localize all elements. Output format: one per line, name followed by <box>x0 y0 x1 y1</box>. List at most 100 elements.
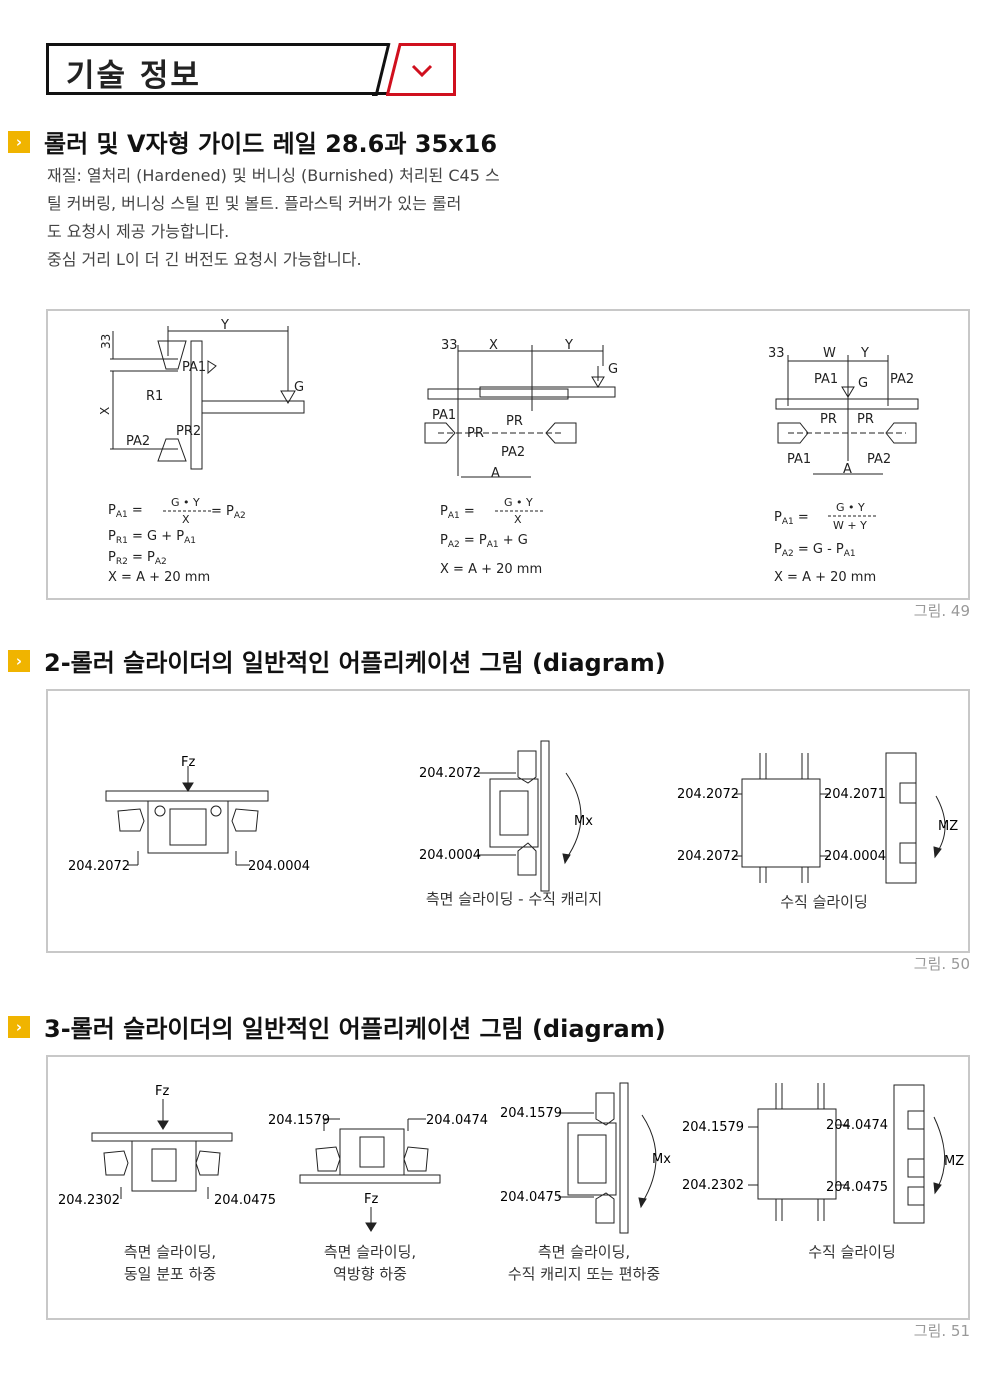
svg-text:G • Y: G • Y <box>836 501 865 514</box>
arrow-right-icon: › <box>8 649 30 672</box>
dim-y: Y <box>564 338 573 353</box>
svg-text:X = A + 20 mm: X = A + 20 mm <box>440 562 542 577</box>
paragraph-line: 중심 거리 L이 더 긴 버전도 요청시 가능합니다. <box>47 250 362 269</box>
svg-text:PA1 =: PA1 = <box>440 504 475 521</box>
caption: 측면 슬라이딩, <box>538 1243 630 1261</box>
section3-title: 3-롤러 슬라이더의 일반적인 어플리케이션 그림 (diagram) <box>44 1015 666 1043</box>
label-pa2: PA2 <box>890 372 914 387</box>
label-pa1: PA1 <box>182 360 206 375</box>
svg-text:X = A + 20 mm: X = A + 20 mm <box>108 570 210 585</box>
part-number-bottom-left: 204.2072 <box>677 849 739 864</box>
label-pa2: PA2 <box>867 452 891 467</box>
three-roller-diagrams: Fz 204.2302 204.0475 측면 슬라이딩, 동일 분포 하중 2… <box>58 1082 964 1283</box>
part-number-bottom-left: 204.2302 <box>682 1178 744 1193</box>
svg-text:W + Y: W + Y <box>833 519 867 532</box>
formula-block-3: PA1 = G • Y W + Y PA2 = G - PA1 X = A + … <box>774 501 876 585</box>
arrow-right-icon: › <box>8 1015 30 1038</box>
caption: 측면 슬라이딩, <box>124 1243 216 1261</box>
caption: 수직 슬라이딩 <box>808 1243 896 1261</box>
part-number-bottom: 204.0004 <box>419 848 481 863</box>
label-pa1: PA1 <box>814 372 838 387</box>
caption: 수직 캐리지 또는 편하중 <box>508 1265 660 1283</box>
label-pa1: PA1 <box>787 452 811 467</box>
paragraph-line: 재질: 열처리 (Hardened) 및 버니싱 (Burnished) 처리된… <box>47 166 500 185</box>
figure-number: 그림. 50 <box>913 955 970 973</box>
diagram-3 <box>775 355 919 475</box>
part-number-top: 204.1579 <box>500 1106 562 1121</box>
force-fz: Fz <box>155 1084 169 1099</box>
dim-33: 33 <box>441 338 458 353</box>
dim-a: A <box>491 466 500 481</box>
section2-title: 2-롤러 슬라이더의 일반적인 어플리케이션 그림 (diagram) <box>44 649 666 677</box>
caption: 역방향 하중 <box>333 1265 407 1283</box>
caption: 측면 슬라이딩, <box>324 1243 416 1261</box>
vertical-slider-diagram <box>734 752 946 884</box>
three-roller-side-vertical <box>558 1082 657 1234</box>
dim-33: 33 <box>99 334 113 349</box>
dim-w: W <box>823 346 836 361</box>
svg-text:PA1 =: PA1 = <box>108 503 143 520</box>
label-r1: R1 <box>146 389 163 404</box>
svg-text:PR2 = PA2: PR2 = PA2 <box>108 550 167 567</box>
dim-33: 33 <box>768 346 785 361</box>
figure-51-panel: Fz 204.2302 204.0475 측면 슬라이딩, 동일 분포 하중 2… <box>46 1055 970 1320</box>
dim-x: X <box>489 338 498 353</box>
dim-y: Y <box>220 318 229 333</box>
caption: 측면 슬라이딩 - 수직 캐리지 <box>426 890 602 908</box>
part-number-right: 204.0474 <box>426 1113 488 1128</box>
svg-text:X: X <box>182 513 190 526</box>
roller-force-diagrams: Y 33 X PA1 R1 PR2 PA2 G PA1 = G • Y X = … <box>98 318 919 585</box>
part-number-bottom-right: 204.0475 <box>826 1180 888 1195</box>
three-roller-vertical <box>748 1083 946 1224</box>
part-number-top: 204.2072 <box>419 766 481 781</box>
label-g: G <box>294 380 304 395</box>
label-pr: PR <box>857 412 874 427</box>
figure-49-panel: Y 33 X PA1 R1 PR2 PA2 G PA1 = G • Y X = … <box>46 309 970 600</box>
moment-mx: Mx <box>574 814 593 829</box>
section1-title: 롤러 및 V자형 가이드 레일 28.6과 35x16 <box>44 130 498 158</box>
side-slider-diagram <box>477 740 582 892</box>
part-number-top-right: 204.2071 <box>824 787 886 802</box>
svg-text:= PA2: = PA2 <box>211 504 246 521</box>
dim-y: Y <box>860 346 869 361</box>
label-g: G <box>608 362 618 377</box>
paragraph-line: 틸 커버링, 버니싱 스틸 핀 및 볼트. 플라스틱 커버가 있는 롤러 <box>47 194 462 213</box>
section1-heading: › 롤러 및 V자형 가이드 레일 28.6과 35x16 <box>8 124 497 159</box>
force-fz: Fz <box>364 1192 378 1207</box>
part-number-left: 204.1579 <box>268 1113 330 1128</box>
svg-text:PA1 =: PA1 = <box>774 510 809 527</box>
svg-text:G • Y: G • Y <box>171 496 200 509</box>
formula-block-1: PA1 = G • Y X = PA2 PR1 = G + PA1 PR2 = … <box>108 496 246 585</box>
svg-text:PA2 = PA1 + G: PA2 = PA1 + G <box>440 533 528 550</box>
arrow-right-icon: › <box>8 130 30 153</box>
caption: 동일 분포 하중 <box>124 1265 216 1283</box>
label-pr: PR <box>467 426 484 441</box>
part-number-left: 204.2072 <box>68 859 130 874</box>
svg-text:G • Y: G • Y <box>504 496 533 509</box>
label-pr2: PR2 <box>176 424 201 439</box>
label-pa2: PA2 <box>126 434 150 449</box>
caption: 수직 슬라이딩 <box>780 893 868 911</box>
svg-text:X = A + 20 mm: X = A + 20 mm <box>774 570 876 585</box>
horizontal-slider-diagram <box>105 766 269 866</box>
two-roller-diagrams: Fz 204.2072 204.0004 204.2072 204.0004 M… <box>68 740 958 911</box>
part-number-bottom-right: 204.0004 <box>824 849 886 864</box>
section2-heading: › 2-롤러 슬라이더의 일반적인 어플리케이션 그림 (diagram) <box>8 643 666 678</box>
force-fz: Fz <box>181 755 195 770</box>
figure-50-panel: Fz 204.2072 204.0004 204.2072 204.0004 M… <box>46 689 970 953</box>
formula-block-2: PA1 = G • Y X PA2 = PA1 + G X = A + 20 m… <box>440 496 543 577</box>
part-number-top-left: 204.2072 <box>677 787 739 802</box>
three-roller-reverse-load <box>299 1118 441 1232</box>
part-number-top-right: 204.0474 <box>826 1118 888 1133</box>
figure-number: 그림. 49 <box>913 602 970 620</box>
label-g: G <box>858 376 868 391</box>
page-title: 기술 정보 <box>66 58 201 94</box>
paragraph-line: 도 요청시 제공 가능합니다. <box>47 222 230 241</box>
section-toggle-button[interactable] <box>386 43 456 96</box>
section3-heading: › 3-롤러 슬라이더의 일반적인 어플리케이션 그림 (diagram) <box>8 1009 666 1044</box>
moment-mz: MZ <box>938 819 958 834</box>
svg-text:PA2 = G - PA1: PA2 = G - PA1 <box>774 542 856 559</box>
header-box <box>46 43 388 95</box>
part-number-left: 204.2302 <box>58 1193 120 1208</box>
moment-mx: Mx <box>652 1152 671 1167</box>
